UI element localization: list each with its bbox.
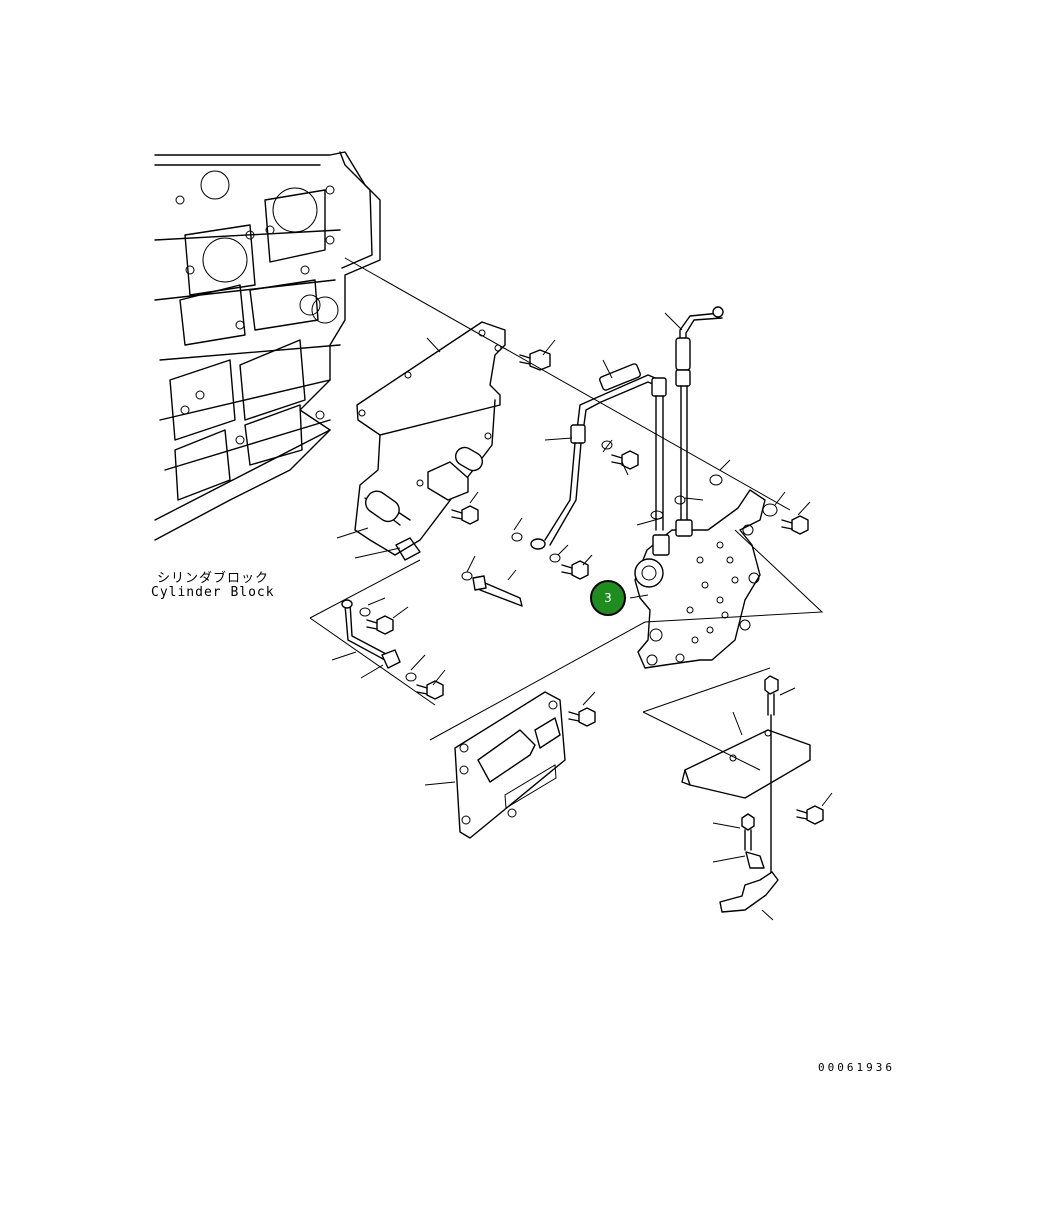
valve-block-drawing	[634, 489, 766, 669]
bolts-drawing	[366, 349, 824, 851]
cover-plate-drawing	[681, 714, 811, 913]
controller-drawing	[454, 691, 566, 839]
part-callout-number: 3	[604, 591, 612, 605]
tubes-drawing	[530, 306, 724, 550]
part-callout-3[interactable]: 3	[590, 580, 626, 616]
cylinder-block-drawing	[154, 151, 381, 541]
cylinder-block-label-en: Cylinder Block	[151, 585, 275, 600]
washers-drawing	[359, 440, 778, 682]
mounting-bracket-drawing	[354, 321, 506, 561]
relation-lines	[309, 257, 824, 771]
drawing-code: 00061936	[818, 1061, 895, 1074]
leader-lines	[331, 312, 833, 921]
cylinder-block-label-jp: シリンダブロック	[157, 571, 270, 586]
ground-cable-drawing	[341, 599, 401, 669]
